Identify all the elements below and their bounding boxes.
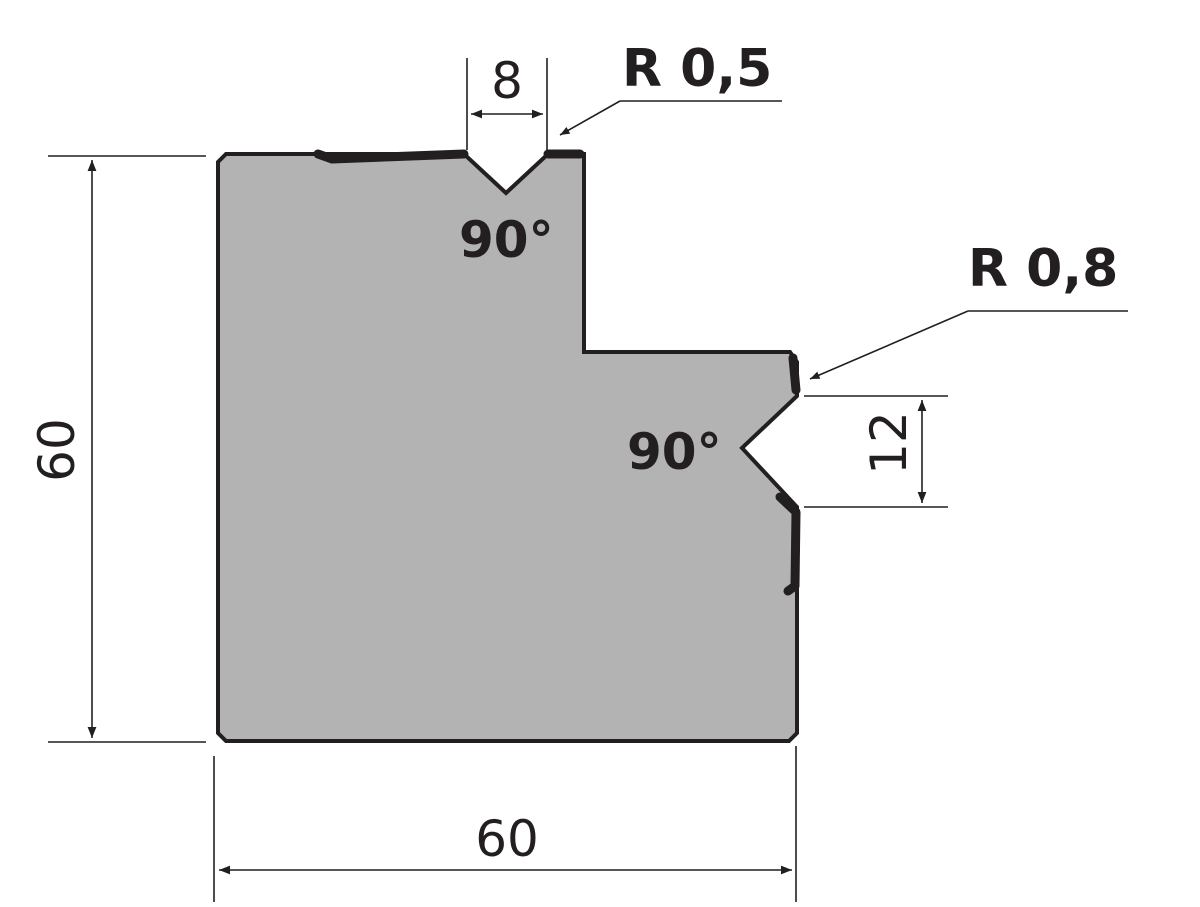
top-edge-highlight bbox=[313, 149, 469, 164]
top-groove-dimension: 8 bbox=[466, 52, 548, 150]
top-groove-dimension-label: 8 bbox=[491, 52, 523, 110]
side-radius-label: R 0,8 bbox=[968, 239, 1118, 299]
side-groove-dimension-label: 12 bbox=[860, 411, 918, 475]
die-profile-body bbox=[216, 152, 799, 743]
side-groove-dimension: 12 bbox=[804, 395, 948, 508]
side-lower-edge bbox=[775, 492, 801, 596]
width-dimension-label: 60 bbox=[475, 810, 539, 868]
top-radius-label: R 0,5 bbox=[622, 39, 772, 99]
side-radius-callout: R 0,8 bbox=[809, 239, 1128, 380]
height-dimension: 60 bbox=[28, 155, 206, 743]
height-dimension-label: 60 bbox=[28, 418, 86, 482]
side-groove-angle-label: 90° bbox=[627, 423, 722, 481]
top-groove-angle-label: 90° bbox=[459, 211, 554, 269]
side-radius-edge bbox=[788, 353, 801, 395]
width-dimension: 60 bbox=[213, 746, 797, 902]
top-radius-callout: R 0,5 bbox=[559, 39, 782, 136]
